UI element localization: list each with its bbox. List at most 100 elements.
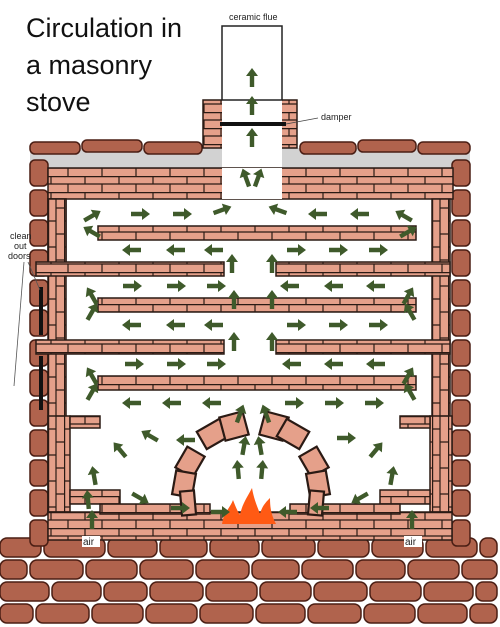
foundation-stone — [461, 559, 498, 580]
arrow-shape — [324, 358, 343, 370]
foundation-stone — [199, 603, 254, 624]
arrow-icon — [337, 432, 356, 444]
arrow-shape — [310, 502, 329, 514]
arrow-icon — [207, 280, 226, 292]
arrow-shape — [366, 358, 385, 370]
flue-label: ceramic flue — [229, 12, 278, 22]
arrow-icon — [123, 280, 142, 292]
side-stone-right — [451, 249, 471, 277]
side-stone-right — [451, 459, 471, 487]
arrow-icon — [234, 404, 247, 424]
arrow-shape — [325, 397, 344, 409]
cap-stone — [81, 139, 143, 153]
arrow-icon — [324, 358, 343, 370]
arrow-shape — [399, 225, 417, 239]
cap-stone — [299, 141, 357, 155]
arrow-shape — [204, 244, 223, 256]
foundation-stone — [417, 603, 468, 624]
arrow-shape — [246, 128, 258, 147]
foundation-stone — [369, 581, 422, 602]
side-stone-walls — [29, 159, 471, 547]
arrow-icon — [228, 332, 240, 351]
arrow-icon — [259, 404, 272, 424]
flue-throat — [222, 168, 282, 199]
arrow-shape — [85, 287, 99, 305]
arrow-icon — [122, 397, 141, 409]
foundation-stone — [0, 581, 50, 602]
arrow-shape — [141, 429, 159, 443]
cap-stone — [357, 139, 417, 153]
side-stone-left — [29, 159, 49, 187]
left-upper-wall — [47, 198, 67, 264]
firebox-right-ledge — [399, 415, 431, 429]
foundation-stone — [261, 537, 316, 558]
arrow-icon — [226, 254, 238, 273]
arrow-shape — [173, 208, 192, 220]
arrow-shape — [212, 203, 232, 216]
arrow-icon — [211, 506, 230, 518]
arrow-icon — [325, 397, 344, 409]
arrow-shape — [176, 434, 195, 446]
arrow-shape — [81, 490, 94, 510]
clean-out-leader — [13, 261, 25, 387]
side-stone-right — [451, 489, 471, 517]
floor-left — [99, 503, 211, 515]
arrow-icon — [246, 96, 258, 115]
ceramic-flue — [221, 25, 283, 101]
foundation-stone — [301, 559, 354, 580]
arch-brick — [217, 409, 251, 443]
foundation-stone — [0, 559, 28, 580]
arrow-icon — [122, 244, 141, 256]
arrow-shape — [266, 254, 278, 273]
arrow-icon — [256, 460, 269, 480]
title-line-1: Circulation in — [26, 13, 183, 43]
arrow-shape — [395, 209, 413, 223]
arrow-shape — [226, 254, 238, 273]
arrow-icon — [310, 502, 329, 514]
air-right-bg — [404, 536, 422, 547]
arrow-icon — [369, 319, 388, 331]
arrow-shape — [207, 280, 226, 292]
arrow-shape — [131, 208, 150, 220]
arrow-icon — [141, 429, 159, 443]
arch-brick-face — [217, 409, 251, 443]
arrow-icon — [81, 490, 94, 510]
arrow-icon — [285, 397, 304, 409]
arrow-shape — [403, 303, 417, 321]
arrow-icon — [266, 290, 278, 309]
arrow-icon — [268, 203, 288, 216]
baffle-4-right — [275, 339, 451, 355]
arrow-shape — [122, 319, 141, 331]
title-line-2: a masonry — [26, 50, 153, 80]
side-stone-right — [451, 519, 471, 547]
arrow-shape — [167, 280, 186, 292]
arrow-shape — [162, 397, 181, 409]
arrow-icon — [253, 436, 266, 456]
air-label-right: air — [405, 537, 417, 548]
arrow-icon — [167, 358, 186, 370]
arrow-icon — [176, 434, 195, 446]
arrow-icon — [329, 244, 348, 256]
arrow-icon — [324, 280, 343, 292]
arrow-icon — [228, 290, 240, 309]
foundation-stone — [149, 581, 204, 602]
damper-label: damper — [321, 112, 352, 122]
arrow-icon — [207, 358, 226, 370]
firebox-left-wall — [47, 415, 71, 513]
arch-brick-face — [275, 417, 311, 451]
arrow-icon — [252, 168, 265, 188]
arrow-shape — [204, 319, 223, 331]
air-label-left: air — [83, 537, 95, 548]
arrow-icon — [401, 367, 415, 385]
title-line-3: stove — [26, 87, 91, 117]
side-stone-right — [451, 429, 471, 457]
arrow-icon — [246, 68, 258, 87]
foundation-stone — [313, 581, 368, 602]
foundation-stone — [159, 537, 208, 558]
arrow-shape — [85, 367, 99, 385]
arrow-shape — [246, 96, 258, 115]
arrow-shape — [401, 367, 415, 385]
foundation-stone — [479, 537, 498, 558]
foundation-stone — [475, 581, 498, 602]
top-cap-stones — [29, 139, 471, 155]
